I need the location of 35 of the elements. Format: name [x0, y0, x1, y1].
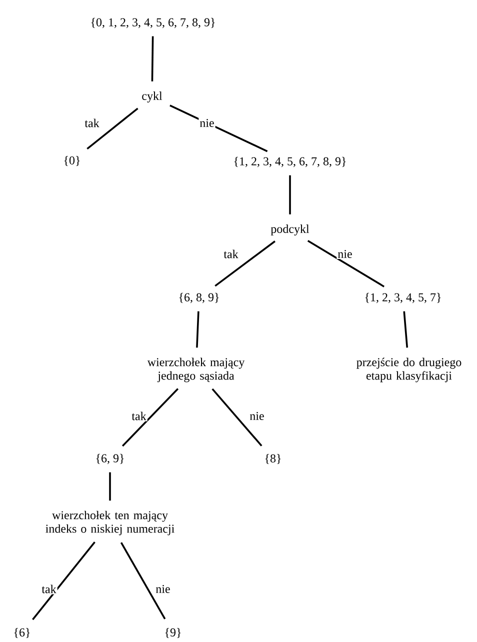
branch-line	[212, 388, 262, 446]
set-label: {6, 9}	[96, 454, 124, 464]
branch-line	[170, 104, 268, 152]
edge-label: tak	[40, 584, 58, 594]
set-label: podcykl	[270, 224, 310, 236]
edge-label: tak	[222, 248, 240, 260]
set-label: {0}	[64, 156, 80, 166]
set-label: {6}	[14, 628, 30, 638]
condition-label: przejście do drugiego etapu klasyfikacji	[356, 358, 462, 382]
edge-label: nie	[198, 118, 216, 128]
branch-line	[86, 108, 138, 150]
edge-label: nie	[336, 248, 354, 260]
set-label: {6, 8, 9}	[179, 292, 219, 304]
branch-line	[196, 311, 200, 348]
set-label: {1, 2, 3, 4, 5, 7}	[365, 292, 441, 304]
edge-label: tak	[84, 118, 100, 128]
branch-line	[32, 542, 96, 620]
condition-label: wierzchołek mający jednego sąsiada	[147, 358, 245, 382]
branch-line	[151, 36, 154, 82]
branch-line	[214, 240, 276, 287]
branch-line	[120, 542, 166, 620]
branch-line	[109, 472, 111, 501]
branch-line	[289, 175, 291, 214]
branch-line	[122, 388, 179, 447]
edge-label: nie	[154, 584, 172, 594]
condition-label: wierzchołek ten mający indeks o niskiej numeracji	[46, 510, 174, 536]
edge-label: nie	[248, 410, 266, 422]
set-label: {1, 2, 3, 4, 5, 6, 7, 8, 9}	[234, 156, 346, 168]
set-label: {0, 1, 2, 3, 4, 5, 6, 7, 8, 9}	[91, 18, 215, 28]
set-label: {9}	[165, 628, 181, 638]
branch-line	[403, 311, 408, 348]
set-label: cykl	[142, 92, 162, 102]
branch-line	[307, 240, 385, 288]
edge-label: tak	[130, 410, 148, 422]
set-label: {8}	[265, 454, 281, 464]
